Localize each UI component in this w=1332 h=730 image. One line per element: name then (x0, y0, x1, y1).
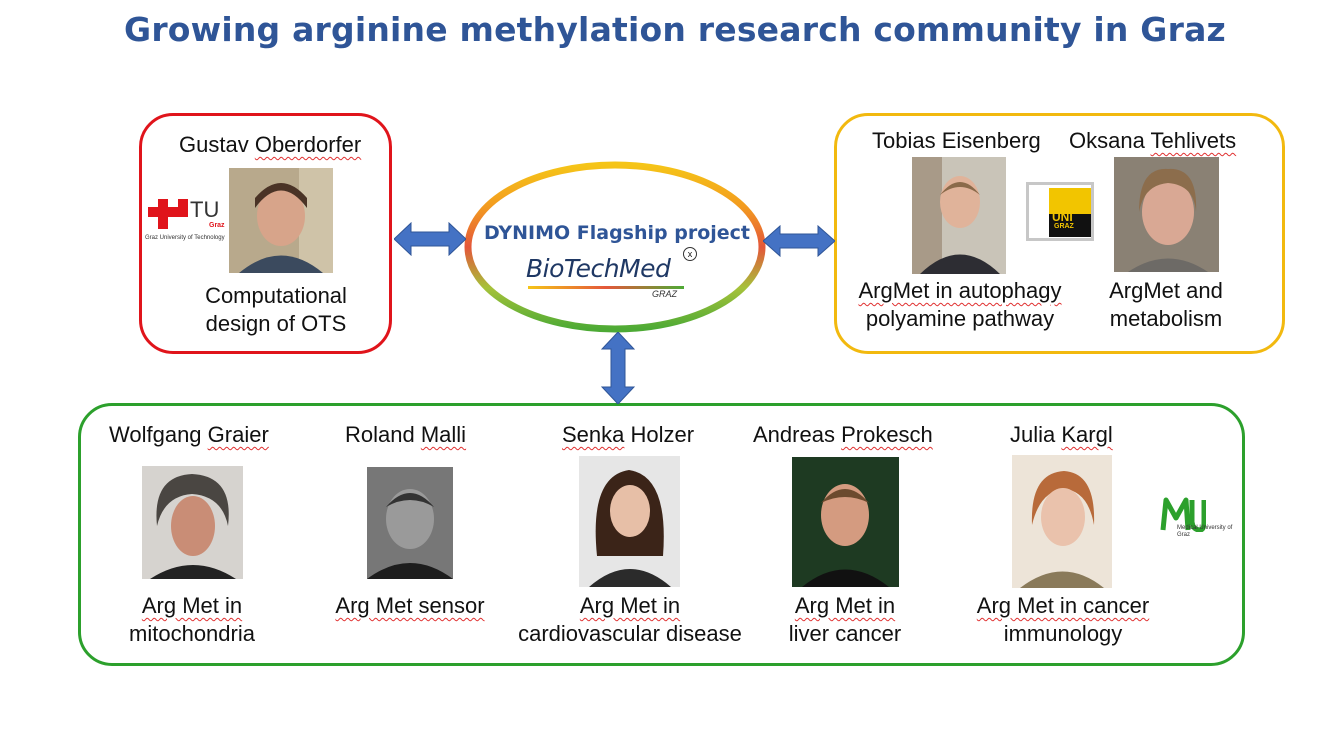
flagship-ellipse (464, 161, 766, 333)
person-photo (1114, 157, 1219, 272)
person-photo (579, 456, 680, 587)
person-photo (792, 457, 899, 587)
tu-graz-logo-mark (148, 199, 188, 231)
uni-graz-group-box (834, 113, 1285, 354)
biotechmed-logo-mark: x (683, 247, 697, 261)
biotechmed-logo: BioTechMed x GRAZ (526, 247, 706, 300)
meduni-graz-logo: Medical University of Graz (1160, 496, 1234, 544)
person-name: Roland Malli (345, 422, 467, 447)
tu-graz-logo-text: TU (190, 197, 220, 222)
person-photo (1012, 455, 1112, 588)
topic-text: Arg Met in cancer immunology (976, 593, 1150, 646)
person-name: Julia Kargl (1010, 422, 1113, 447)
topic-text: Arg Met sensor (335, 593, 485, 618)
meduni-graz-logo-mark (1160, 497, 1206, 532)
topic-text: Arg Met in cardiovascular disease (518, 593, 742, 646)
topic-text: Arg Met in mitochondria (129, 593, 255, 646)
uni-graz-logo-sub: GRAZ (1054, 223, 1074, 230)
topic-text: ArgMet and metabolism (1109, 278, 1223, 331)
meduni-graz-logo-caption: Medical University of Graz (1177, 525, 1233, 538)
person-name: Oksana Tehlivets (1069, 128, 1237, 153)
tu-graz-group-box (139, 113, 392, 354)
tu-graz-logo-sub: Graz (209, 222, 225, 229)
uni-graz-logo-text: UNI (1052, 210, 1073, 224)
topic-text: Computational design of OTS (205, 283, 347, 336)
tu-graz-logo-caption: Graz University of Technology (145, 235, 225, 241)
person-name: Tobias Eisenberg (872, 128, 1041, 153)
flagship-heading: DYNIMO Flagship project (483, 222, 751, 244)
person-name: Andreas Prokesch (753, 422, 933, 447)
person-name: Gustav Oberdorfer (179, 132, 362, 157)
topic-text: Arg Met in liver cancer (788, 593, 902, 646)
person-photo (229, 168, 333, 273)
down-double-arrow (601, 332, 635, 404)
biotechmed-logo-text: BioTechMed (526, 254, 671, 283)
person-photo (912, 157, 1006, 274)
left-double-arrow (394, 222, 466, 256)
biotechmed-logo-sub: GRAZ (652, 289, 678, 299)
topic-text: ArgMet in autophagy polyamine pathway (858, 278, 1062, 331)
meduni-graz-group-box (78, 403, 1245, 666)
person-name: Senka Holzer (562, 422, 695, 447)
right-double-arrow (763, 225, 835, 257)
tu-graz-logo: TU Graz Graz University of Technology (145, 197, 230, 247)
uni-graz-logo: UNI GRAZ (1026, 182, 1094, 241)
biotechmed-logo-underline (528, 286, 684, 289)
page-title: Growing arginine methylation research co… (124, 10, 1226, 49)
person-name: Wolfgang Graier (109, 422, 269, 447)
person-photo (142, 466, 243, 579)
person-photo (367, 467, 453, 579)
